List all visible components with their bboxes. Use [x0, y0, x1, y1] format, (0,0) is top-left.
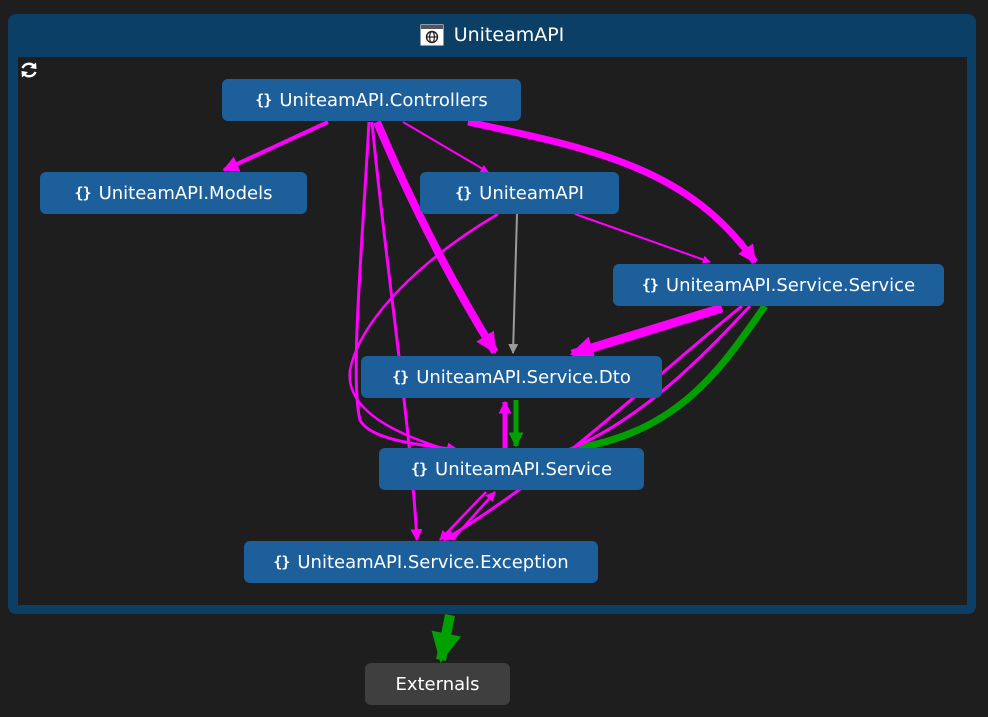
edge-service-service-to-service[interactable] — [577, 303, 768, 452]
node-externals[interactable]: Externals — [365, 663, 510, 705]
namespace-braces-icon: {} — [455, 184, 472, 202]
group-title: UniteamAPI — [453, 24, 565, 46]
node-label: UniteamAPI.Service.Exception — [297, 551, 569, 573]
refresh-icon[interactable] — [19, 60, 39, 80]
edge-service-service-to-exception[interactable] — [442, 304, 743, 542]
group-title-bar: UniteamAPI — [8, 14, 976, 56]
node-label: UniteamAPI.Models — [98, 182, 273, 204]
edge-root-to-service[interactable] — [348, 212, 499, 455]
namespace-braces-icon: {} — [641, 276, 659, 294]
node-service-service[interactable]: {} UniteamAPI.Service.Service — [613, 264, 944, 306]
window-globe-icon — [420, 24, 444, 46]
edge-root-to-dto[interactable] — [508, 213, 519, 354]
edge-controllers-to-dto[interactable] — [373, 120, 499, 355]
edge-controllers-to-models[interactable] — [222, 120, 329, 172]
namespace-braces-icon: {} — [392, 368, 409, 386]
namespace-braces-icon: {} — [74, 184, 92, 202]
edge-controllers-to-root[interactable] — [402, 121, 489, 173]
edge-group-to-externals[interactable] — [431, 614, 462, 663]
namespace-braces-icon: {} — [255, 91, 272, 109]
node-label: UniteamAPI.Service — [435, 458, 613, 480]
node-models[interactable]: {} UniteamAPI.Models — [40, 172, 307, 214]
namespace-braces-icon: {} — [273, 553, 290, 571]
edge-service-service-to-service-magenta[interactable] — [567, 304, 752, 452]
edge-service-service-to-dto[interactable] — [569, 303, 724, 360]
edge-exception-to-service[interactable] — [451, 491, 496, 541]
edge-root-to-service-service[interactable] — [574, 213, 711, 264]
edge-controllers-to-service-service[interactable] — [467, 118, 758, 265]
namespace-braces-icon: {} — [410, 460, 428, 478]
node-service-dto[interactable]: {} UniteamAPI.Service.Dto — [361, 356, 662, 398]
node-label: Externals — [395, 673, 480, 695]
node-controllers[interactable]: {} UniteamAPI.Controllers — [222, 79, 521, 121]
node-label: UniteamAPI — [479, 182, 584, 204]
node-service[interactable]: {} UniteamAPI.Service — [379, 448, 644, 490]
node-label: UniteamAPI.Controllers — [279, 89, 488, 111]
node-service-exception[interactable]: {} UniteamAPI.Service.Exception — [244, 541, 598, 583]
node-label: UniteamAPI.Service.Service — [665, 274, 916, 296]
node-label: UniteamAPI.Service.Dto — [416, 366, 631, 388]
edge-service-to-exception[interactable] — [439, 491, 487, 541]
node-root[interactable]: {} UniteamAPI — [420, 172, 619, 214]
